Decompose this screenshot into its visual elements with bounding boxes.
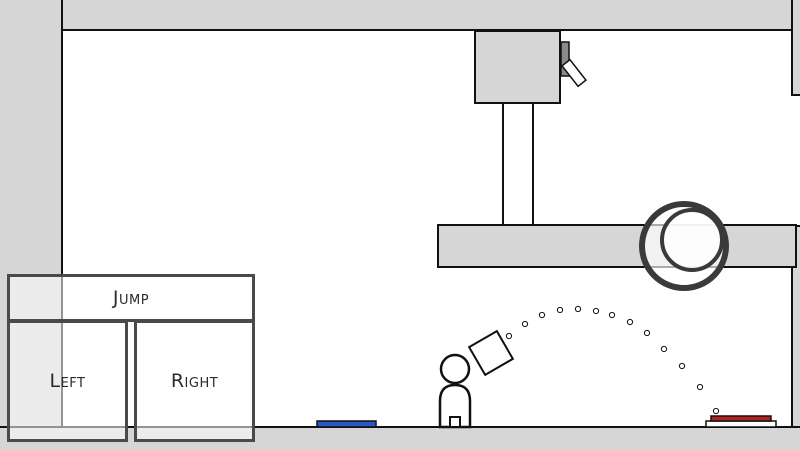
- trajectory-arc: [505, 305, 720, 415]
- trajectory-dot: [556, 306, 564, 314]
- ring-portal[interactable]: [639, 201, 729, 291]
- player-body: [438, 383, 472, 429]
- machine-lever[interactable]: [561, 58, 587, 88]
- player-leg-gap: [449, 416, 461, 428]
- ceiling-machine: [474, 30, 561, 104]
- red-pressure-button[interactable]: [705, 415, 777, 428]
- square-crate[interactable]: [467, 329, 515, 377]
- floating-platform: [437, 224, 797, 268]
- ceiling-wall: [61, 0, 800, 31]
- blue-floor-pad[interactable]: [316, 420, 377, 428]
- left-button-label: Left: [49, 370, 86, 392]
- trajectory-dot: [712, 407, 720, 415]
- trajectory-dot: [521, 320, 529, 328]
- trajectory-dot: [574, 305, 582, 313]
- player-head: [439, 353, 471, 385]
- trajectory-dot: [643, 329, 651, 337]
- trajectory-dot: [660, 345, 668, 353]
- left-button[interactable]: Left: [7, 320, 128, 442]
- piston-shaft: [502, 99, 534, 227]
- trajectory-dot: [678, 362, 686, 370]
- trajectory-dot: [592, 307, 600, 315]
- right-wall-upper: [791, 0, 800, 96]
- jump-button-label: Jump: [112, 287, 150, 309]
- jump-button[interactable]: Jump: [7, 274, 255, 322]
- right-wall-lower: [791, 225, 800, 450]
- trajectory-dot: [626, 318, 634, 326]
- trajectory-dot: [608, 311, 616, 319]
- right-button-label: Right: [170, 370, 219, 392]
- machine-switch-plate: [560, 41, 570, 77]
- right-button[interactable]: Right: [134, 320, 255, 442]
- trajectory-dot: [696, 383, 704, 391]
- player-figure: [438, 353, 472, 429]
- trajectory-dot: [505, 332, 513, 340]
- trajectory-dot: [538, 311, 546, 319]
